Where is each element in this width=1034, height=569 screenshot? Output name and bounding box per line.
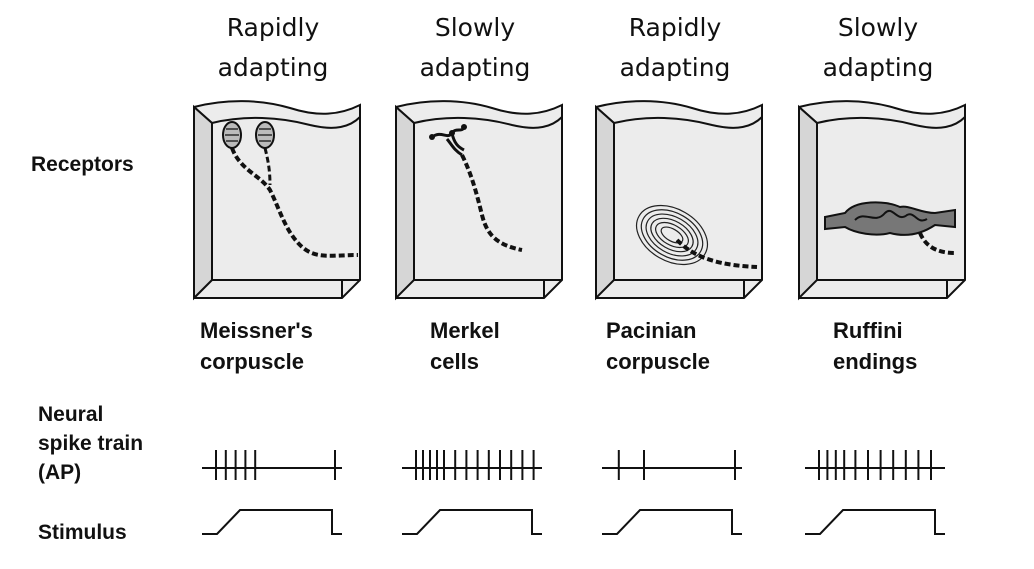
spike-train-meissner <box>202 450 342 480</box>
pacinian-corpuscle-illustration <box>595 100 763 301</box>
spike-train-pacinian <box>602 450 742 480</box>
spike-train-merkel <box>402 450 542 480</box>
merkel-cells-illustration <box>395 100 563 301</box>
stimulus-row-label: Stimulus <box>38 521 127 544</box>
ruffini-endings-illustration <box>798 100 966 301</box>
receptors-row-label: Receptors <box>31 153 134 176</box>
stimulus-trace-meissner <box>202 509 342 535</box>
stimulus-trace-pacinian <box>602 509 742 535</box>
stimulus-trace-merkel <box>402 509 542 535</box>
spike-train-ruffini <box>805 450 945 480</box>
meissner-corpuscle-illustration <box>193 100 361 301</box>
stimulus-trace-ruffini <box>805 509 945 535</box>
spike-train-row-label: Neural spike train (AP) <box>38 403 144 484</box>
